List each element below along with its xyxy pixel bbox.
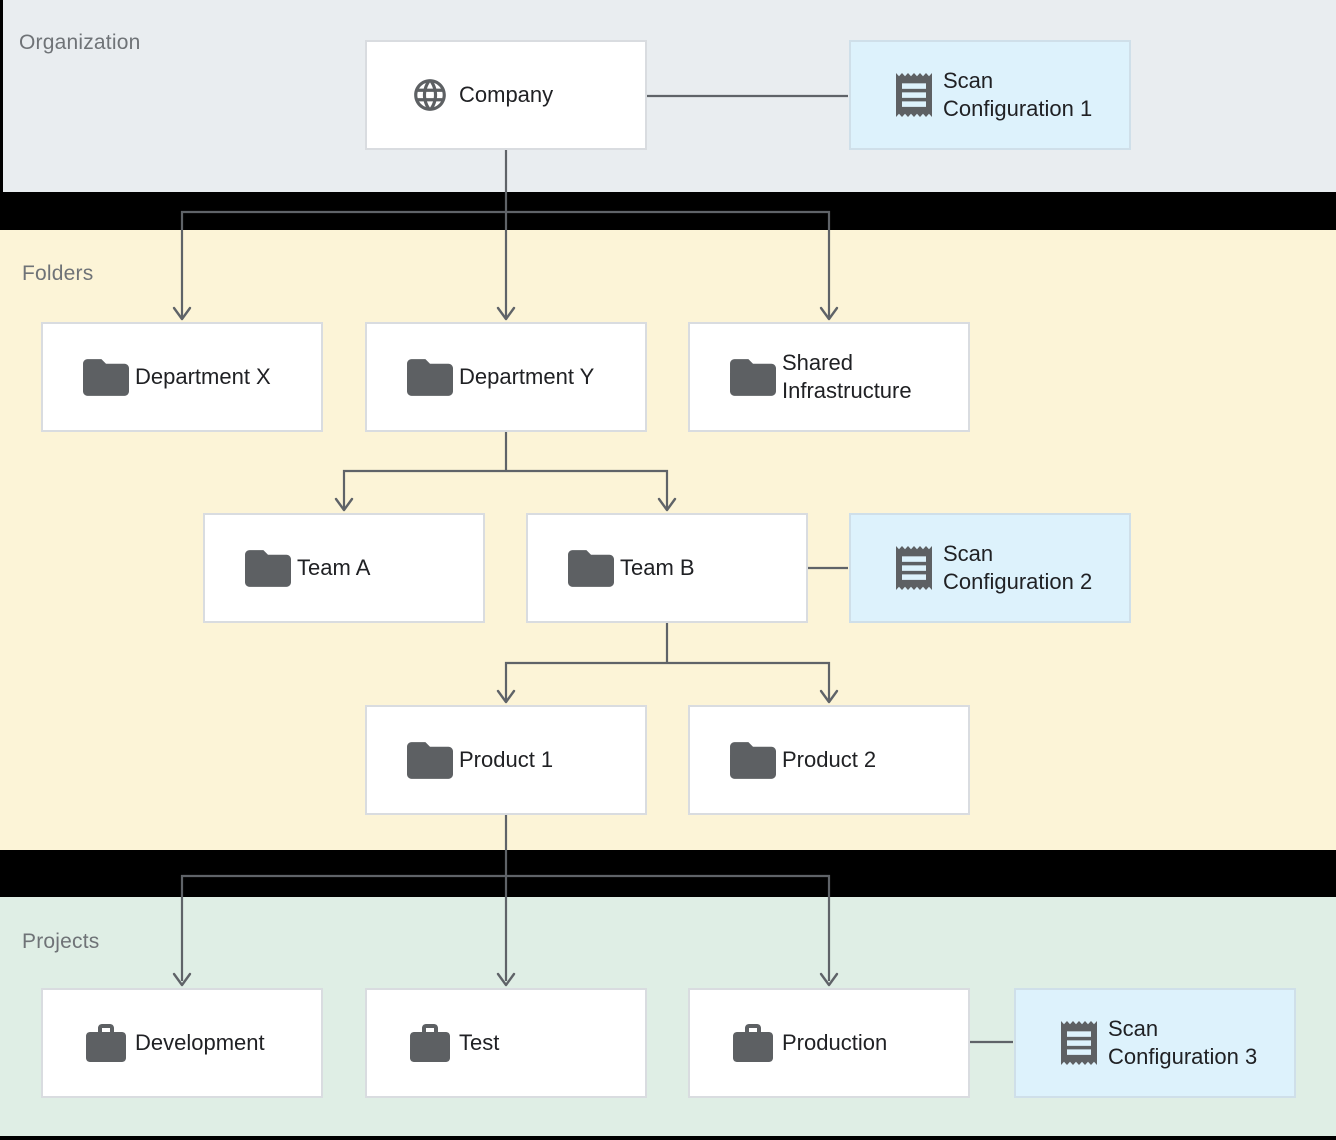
node-team-b: Team B	[526, 513, 808, 623]
briefcase-icon	[730, 1024, 776, 1062]
band-label-projects: Projects	[22, 930, 100, 953]
folder-icon	[407, 741, 453, 779]
node-team-a: Team A	[203, 513, 485, 623]
folder-icon	[407, 358, 453, 396]
node-scan-configuration-3: Scan Configuration 3	[1014, 988, 1296, 1098]
node-label: Company	[459, 82, 554, 107]
node-label: Department Y	[459, 364, 595, 389]
node-label: Team A	[297, 555, 371, 580]
node-development: Development	[41, 988, 323, 1098]
folder-icon	[730, 358, 776, 396]
node-department-y: Department Y	[365, 322, 647, 432]
receipt-icon	[1056, 1021, 1102, 1065]
node-label: Development	[135, 1030, 265, 1055]
node-department-x: Department X	[41, 322, 323, 432]
node-label: Shared Infrastructure	[782, 350, 912, 403]
briefcase-icon	[407, 1024, 453, 1062]
node-label: Team B	[620, 555, 695, 580]
node-company: Company	[365, 40, 647, 150]
node-product-2: Product 2	[688, 705, 970, 815]
globe-icon	[407, 76, 453, 114]
node-test: Test	[365, 988, 647, 1098]
node-label: Product 1	[459, 747, 554, 772]
folder-icon	[568, 549, 614, 587]
node-production: Production	[688, 988, 970, 1098]
node-label: Test	[459, 1030, 500, 1055]
node-scan-configuration-2: Scan Configuration 2	[849, 513, 1131, 623]
node-scan-configuration-1: Scan Configuration 1	[849, 40, 1131, 150]
node-label: Production	[782, 1030, 888, 1055]
node-label: Product 2	[782, 747, 877, 772]
briefcase-icon	[83, 1024, 129, 1062]
folder-icon	[245, 549, 291, 587]
folder-icon	[83, 358, 129, 396]
band-label-organization: Organization	[19, 31, 141, 54]
node-shared-infrastructure: Shared Infrastructure	[688, 322, 970, 432]
organization-band	[3, 0, 1336, 192]
node-label: Scan Configuration 2	[943, 541, 1093, 594]
node-label: Scan Configuration 1	[943, 68, 1093, 121]
band-label-folders: Folders	[22, 262, 94, 285]
node-label: Scan Configuration 3	[1108, 1016, 1258, 1069]
node-label: Department X	[135, 364, 271, 389]
receipt-icon	[891, 546, 937, 590]
folder-icon	[730, 741, 776, 779]
node-product-1: Product 1	[365, 705, 647, 815]
receipt-icon	[891, 73, 937, 117]
